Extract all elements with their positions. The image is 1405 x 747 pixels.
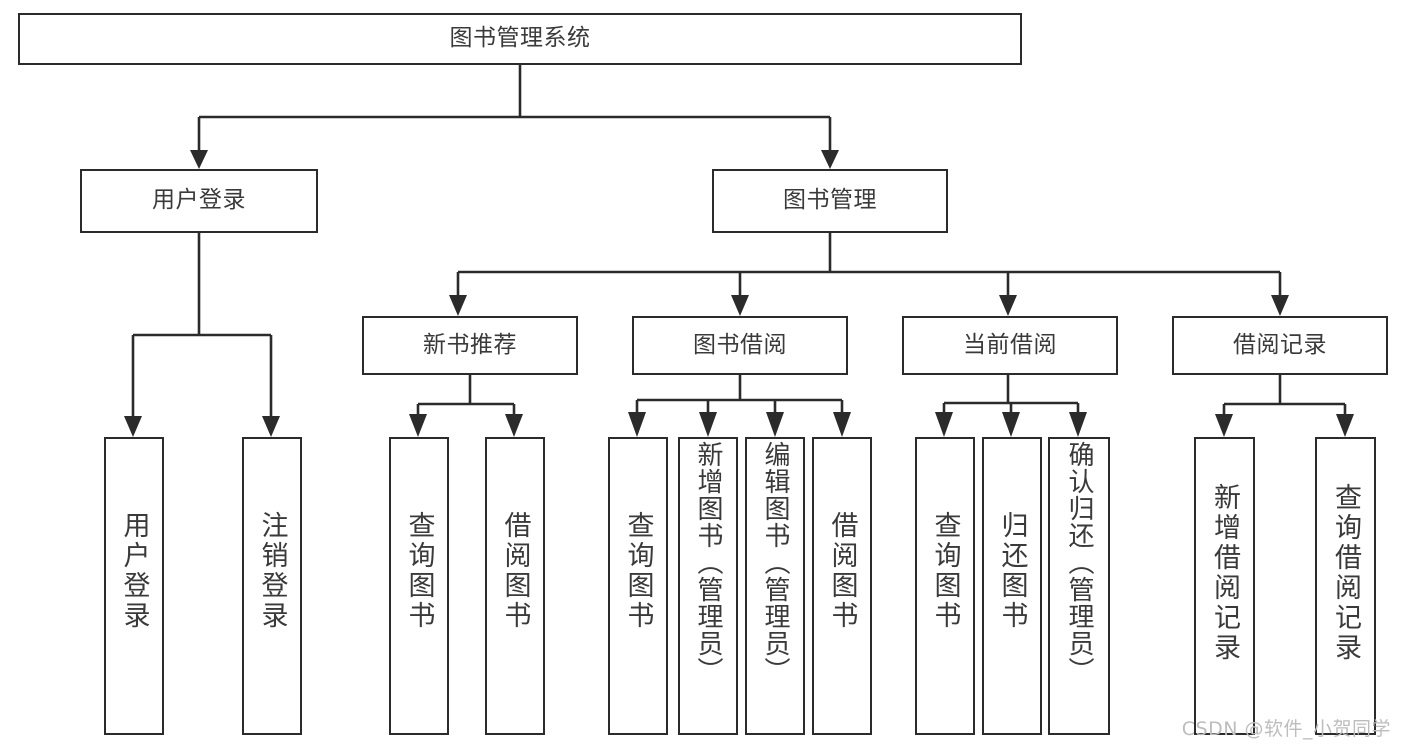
node-label: 用户登录 xyxy=(152,187,246,214)
node-leaf-query-book-recommend[interactable]: 查询图书 xyxy=(389,437,449,735)
arrow-to-leaf-query-book-2 xyxy=(628,412,646,437)
node-label: 借阅图书 xyxy=(499,511,531,631)
node-label: 图书管理系统 xyxy=(449,25,591,52)
arrow-to-leaf-user-logout xyxy=(262,416,280,437)
node-user-login[interactable]: 用户登录 xyxy=(80,169,318,233)
arrow-to-leaf-query-book-1 xyxy=(409,414,427,437)
node-leaf-add-book[interactable]: 新增图书（管理员） xyxy=(678,437,738,735)
node-label: 新增图书（管理员） xyxy=(693,441,723,684)
node-label: 查询图书 xyxy=(622,511,654,631)
node-leaf-borrow-book[interactable]: 借阅图书 xyxy=(812,437,872,735)
node-label: 用户登录 xyxy=(118,511,150,631)
arrow-to-leaf-borrow-book-2 xyxy=(833,412,851,437)
watermark-text: CSDN @软件_小贺同学 xyxy=(1181,718,1391,740)
node-leaf-borrow-book-recommend[interactable]: 借阅图书 xyxy=(485,437,545,735)
node-label: 借阅图书 xyxy=(826,511,858,631)
arrow-to-book-management xyxy=(821,150,839,169)
arrow-to-leaf-add-book xyxy=(699,412,717,437)
node-label: 借阅记录 xyxy=(1233,331,1327,358)
arrow-to-current-borrow xyxy=(999,295,1017,316)
arrow-to-leaf-confirm-return xyxy=(1069,412,1087,437)
node-label: 查询借阅记录 xyxy=(1330,483,1361,663)
arrow-to-borrow-record xyxy=(1271,295,1289,316)
node-leaf-query-book-borrow[interactable]: 查询图书 xyxy=(608,437,668,735)
node-leaf-user-login[interactable]: 用户登录 xyxy=(104,437,164,735)
arrow-to-leaf-add-borrow-record xyxy=(1215,414,1233,437)
node-current-borrow[interactable]: 当前借阅 xyxy=(902,316,1118,375)
node-label: 归还图书 xyxy=(996,511,1028,631)
node-leaf-confirm-return[interactable]: 确认归还（管理员） xyxy=(1048,437,1110,735)
node-label: 图书借阅 xyxy=(693,331,787,358)
node-label: 查询图书 xyxy=(403,511,435,631)
node-label: 编辑图书（管理员） xyxy=(760,441,790,684)
node-borrow-record[interactable]: 借阅记录 xyxy=(1172,316,1388,375)
node-label: 查询图书 xyxy=(929,511,961,631)
arrow-to-leaf-edit-book xyxy=(766,412,784,437)
node-label: 新书推荐 xyxy=(423,331,517,358)
arrow-to-leaf-query-borrow-record xyxy=(1336,414,1354,437)
arrow-to-leaf-user-login xyxy=(124,416,142,437)
node-label: 确认归还（管理员） xyxy=(1064,441,1094,684)
node-leaf-edit-book[interactable]: 编辑图书（管理员） xyxy=(745,437,805,735)
node-label: 新增借阅记录 xyxy=(1209,483,1240,663)
node-book-borrow[interactable]: 图书借阅 xyxy=(632,316,848,375)
arrow-to-leaf-query-book-3 xyxy=(935,412,953,437)
node-new-book-recommend[interactable]: 新书推荐 xyxy=(362,316,578,375)
arrow-to-book-borrow xyxy=(731,295,749,316)
node-leaf-query-book-current[interactable]: 查询图书 xyxy=(915,437,975,735)
node-leaf-return-book[interactable]: 归还图书 xyxy=(982,437,1042,735)
arrow-to-leaf-borrow-book-1 xyxy=(505,414,523,437)
node-book-management[interactable]: 图书管理 xyxy=(712,169,948,233)
node-leaf-user-logout[interactable]: 注销登录 xyxy=(242,437,302,735)
arrow-to-user-login xyxy=(190,150,208,169)
node-label: 图书管理 xyxy=(783,187,877,214)
arrow-to-new-book-recommend xyxy=(449,295,467,316)
node-leaf-add-borrow-record[interactable]: 新增借阅记录 xyxy=(1194,437,1255,735)
arrow-to-leaf-return-book xyxy=(1002,412,1020,437)
node-root-book-management-system[interactable]: 图书管理系统 xyxy=(18,13,1022,65)
node-leaf-query-borrow-record[interactable]: 查询借阅记录 xyxy=(1315,437,1376,735)
node-label: 当前借阅 xyxy=(963,331,1057,358)
node-label: 注销登录 xyxy=(256,511,288,631)
